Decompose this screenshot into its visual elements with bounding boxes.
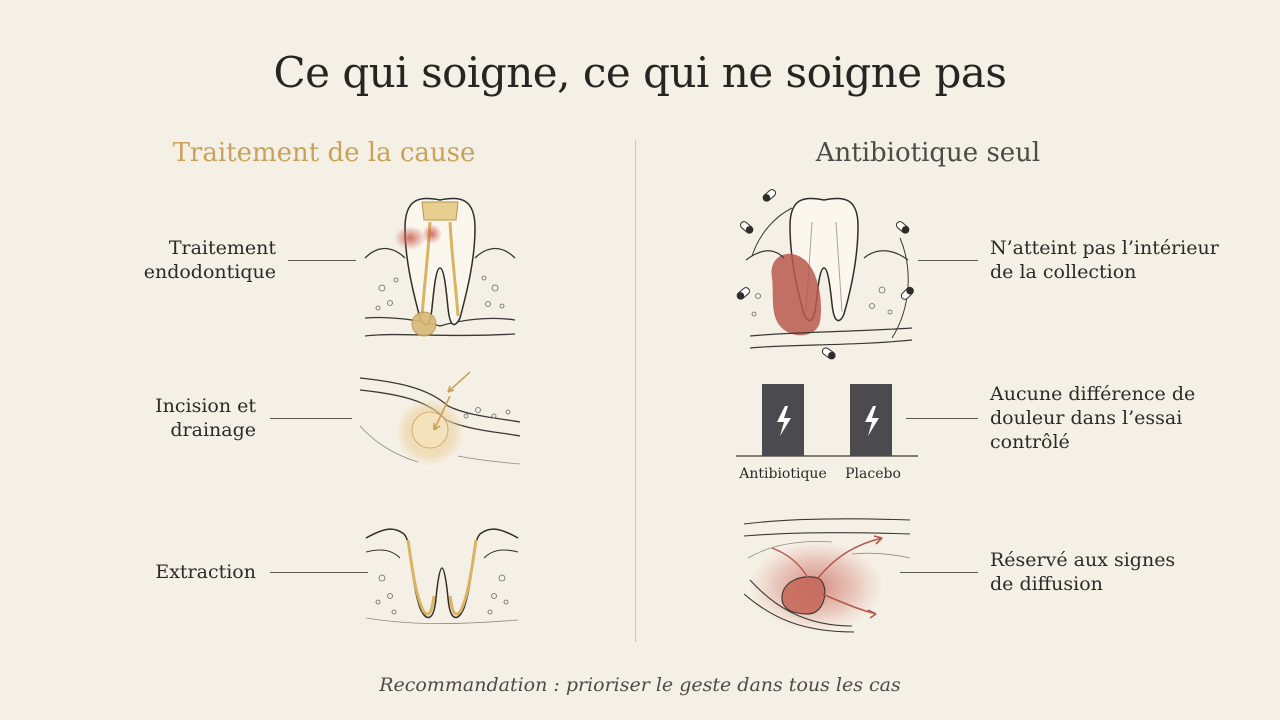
- label-line: drainage: [170, 419, 256, 441]
- label-line: Aucune différence de: [990, 383, 1196, 405]
- pill-icon: [900, 286, 914, 300]
- label-line: de diffusion: [990, 573, 1103, 595]
- pill-icon: [736, 287, 751, 300]
- label-no-pain-difference: Aucune différence de douleur dans l’essa…: [990, 382, 1220, 454]
- pill-icon: [895, 221, 910, 234]
- pain-comparison-bars: [736, 384, 918, 457]
- lightning-icon: [865, 406, 879, 436]
- leader-line: [270, 572, 368, 573]
- label-endodontic-treatment: Traitement endodontique: [120, 236, 276, 284]
- label-line: Extraction: [155, 561, 256, 583]
- label-line: Incision et: [155, 395, 256, 417]
- incision-drainage-illustration: [359, 371, 521, 466]
- column-divider: [635, 140, 636, 642]
- lightning-icon: [777, 406, 791, 436]
- label-line: contrôlé: [990, 431, 1070, 453]
- endodontic-tooth-illustration: [364, 197, 516, 337]
- pill-icon: [821, 347, 836, 360]
- label-line: Traitement: [168, 237, 276, 259]
- label-does-not-reach: N’atteint pas l’intérieur de la collecti…: [990, 236, 1220, 284]
- bar-placebo: [850, 384, 892, 456]
- label-line: Réservé aux signes: [990, 549, 1176, 571]
- antibiotic-tooth-abscess-illustration: [736, 189, 914, 360]
- extraction-socket-illustration: [365, 528, 519, 625]
- leader-line: [288, 260, 356, 261]
- label-incision-drainage: Incision et drainage: [120, 394, 256, 442]
- pill-icon: [762, 189, 777, 202]
- right-column-heading: Antibiotique seul: [815, 138, 1041, 168]
- page-title: Ce qui soigne, ce qui ne soigne pas: [273, 48, 1007, 97]
- diffusion-illustration: [743, 518, 911, 633]
- leader-line: [270, 418, 352, 419]
- label-line: N’atteint pas l’intérieur: [990, 237, 1219, 259]
- bar-antibiotic: [762, 384, 804, 456]
- label-line: endodontique: [143, 261, 276, 283]
- leader-line: [918, 260, 978, 261]
- left-column-heading: Traitement de la cause: [172, 138, 476, 168]
- label-line: douleur dans l’essai: [990, 407, 1183, 429]
- bar-label-antibiotic: Antibiotique: [739, 466, 827, 482]
- label-extraction: Extraction: [120, 560, 256, 584]
- leader-line: [900, 572, 978, 573]
- pill-icon: [739, 221, 754, 234]
- bar-label-placebo: Placebo: [845, 466, 901, 482]
- leader-line: [906, 418, 978, 419]
- label-line: de la collection: [990, 261, 1137, 283]
- label-reserved-diffusion: Réservé aux signes de diffusion: [990, 548, 1220, 596]
- recommendation-footer: Recommandation : prioriser le geste dans…: [379, 674, 901, 696]
